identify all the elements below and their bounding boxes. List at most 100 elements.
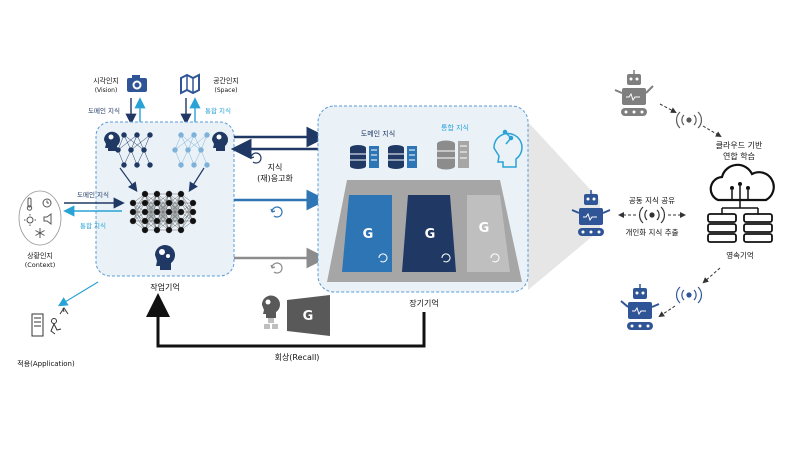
network-node	[189, 208, 197, 216]
network-node	[129, 208, 137, 216]
permanent-memory-label: 영속기억	[726, 250, 754, 260]
recall-loop-arrow	[146, 293, 426, 348]
network-node	[153, 208, 161, 216]
consolidation-line2: (재)응고화	[257, 174, 293, 183]
left-domain-knowledge: 도메인 지식	[77, 190, 109, 199]
network-node	[189, 217, 197, 225]
server-rack-icon-3	[458, 141, 469, 168]
main-neural-network	[129, 190, 197, 234]
personal-knowledge-label: 개인화 지식 추출	[625, 227, 678, 237]
ltm-domain-knowledge: 도메인 지식	[361, 129, 395, 138]
snowflake-icon	[35, 228, 45, 238]
network-node	[177, 208, 185, 216]
network-node	[141, 217, 149, 225]
recall-head-icon	[261, 295, 280, 329]
cloud-server-icon	[707, 163, 775, 243]
signal-waves-gray-icon	[676, 111, 702, 129]
database-icon-2	[388, 145, 404, 169]
long-term-memory-label: 장기기억	[409, 298, 438, 308]
network-node	[177, 199, 185, 207]
space-network	[172, 132, 210, 168]
top-domain-knowledge: 도메인 지식	[88, 106, 120, 115]
gray-robot-link-2	[702, 125, 722, 138]
network-node	[177, 190, 185, 198]
space-label: 공간인지	[213, 76, 239, 85]
blue-robot-link-2	[658, 305, 676, 318]
network-node	[141, 199, 149, 207]
thermometer-icon	[26, 197, 33, 211]
network-node	[129, 199, 137, 207]
cloud-line2: 연합 학습	[723, 151, 755, 161]
working-memory-head-icon	[155, 245, 175, 270]
database-icon-3	[437, 140, 455, 170]
database-icon-1	[350, 145, 366, 169]
converge-arrow-2	[188, 167, 205, 193]
network-node	[165, 190, 173, 198]
network-node	[189, 199, 197, 207]
space-sub: (Space)	[215, 87, 238, 94]
network-node	[153, 190, 161, 198]
working-memory-label: 작업기억	[150, 282, 179, 292]
network-node	[177, 217, 185, 225]
recall-label: 회상(Recall)	[275, 352, 320, 362]
network-node	[141, 190, 149, 198]
recall-model-block: G	[287, 295, 330, 336]
top-integrated-knowledge: 통합 지식	[205, 106, 231, 115]
vision-label: 시각인지	[93, 76, 119, 85]
network-node	[177, 226, 185, 234]
network-node	[165, 208, 173, 216]
robot-blue-icon-center	[571, 190, 611, 236]
application-label: 적용(Application)	[17, 359, 75, 368]
network-node	[165, 217, 173, 225]
speaker-icon	[43, 213, 52, 225]
network-node	[141, 226, 149, 234]
network-node	[141, 208, 149, 216]
spotlight-beam	[528, 122, 600, 290]
model-block-1: G	[342, 195, 392, 272]
head-gear-icon	[103, 131, 120, 151]
head-gear-icon-2	[211, 131, 228, 151]
converge-arrow-1	[119, 167, 138, 192]
network-node	[129, 217, 137, 225]
signal-waves-center-icon	[639, 206, 665, 224]
robot-gray-icon	[614, 70, 654, 116]
refresh-icon-1	[249, 152, 262, 164]
network-node	[165, 226, 173, 234]
server-rack-icon-1	[369, 146, 379, 168]
context-sub: (Context)	[25, 261, 56, 269]
model-block-3: G	[467, 195, 510, 272]
network-node	[153, 217, 161, 225]
shared-knowledge-label: 공동 지식 공유	[629, 196, 675, 205]
network-node	[153, 199, 161, 207]
svg-text:G: G	[479, 221, 490, 236]
robot-blue-icon-bottom	[620, 284, 660, 330]
network-node	[153, 226, 161, 234]
network-node	[165, 199, 173, 207]
signal-waves-blue-icon	[676, 286, 702, 304]
svg-text:G: G	[363, 227, 374, 242]
refresh-icon-2	[270, 206, 283, 218]
space-map-icon	[180, 73, 200, 95]
ltm-integrated-knowledge: 통합 지식	[441, 123, 469, 132]
vision-sub: (Vision)	[95, 87, 118, 94]
sun-icon	[24, 214, 36, 226]
context-label: 상황인지	[27, 251, 53, 260]
left-integrated-knowledge: 통합 지식	[80, 221, 106, 230]
gray-robot-link-1	[659, 103, 677, 113]
svg-text:G: G	[303, 309, 314, 324]
application-arrow	[57, 281, 99, 307]
ai-brain-head-icon	[493, 129, 523, 168]
vision-network	[115, 132, 153, 168]
consolidation-line1: 지식	[268, 163, 283, 172]
vision-camera-icon	[127, 75, 147, 92]
svg-text:G: G	[425, 227, 436, 242]
refresh-icon-3	[270, 262, 283, 274]
working-memory-panel	[95, 121, 235, 277]
cloud-line1: 클라우드 기반	[716, 141, 763, 150]
blue-robot-link-1	[702, 267, 721, 284]
model-block-2: G	[402, 195, 456, 272]
server-rack-icon-2	[407, 146, 417, 168]
clock-icon	[42, 198, 52, 208]
